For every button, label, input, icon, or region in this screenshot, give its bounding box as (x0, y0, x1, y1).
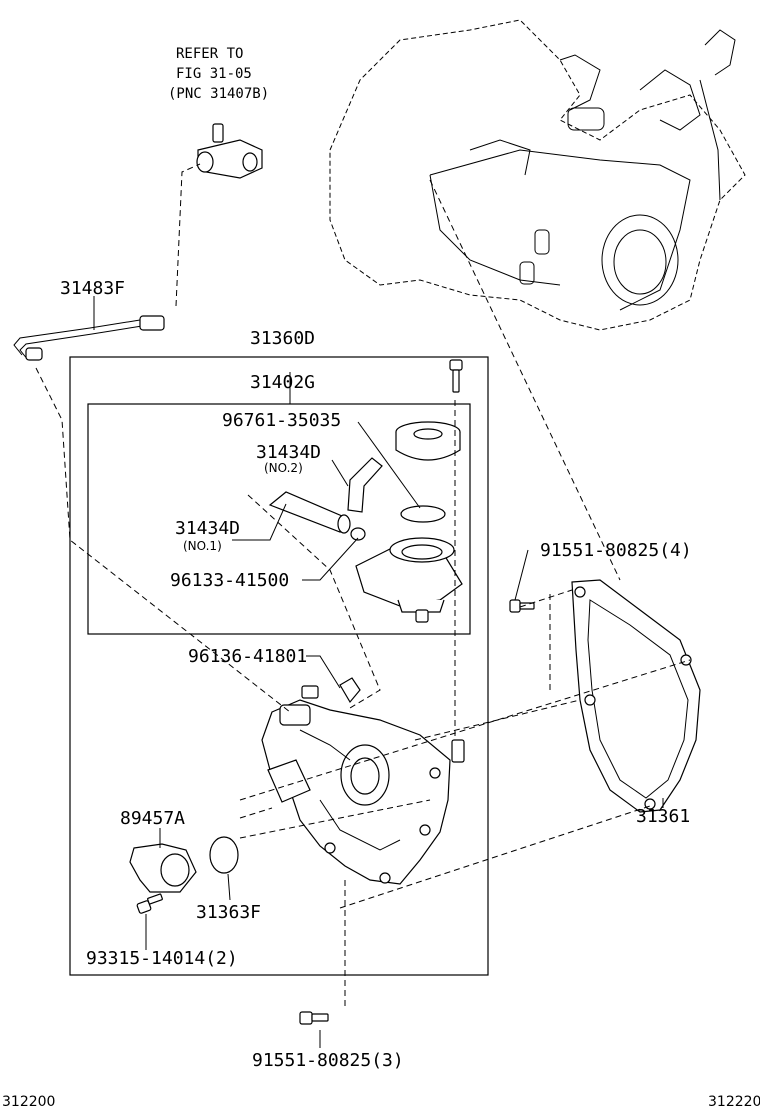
o-ring-96761-drawing (400, 505, 446, 523)
figure-id-left: 312200 (2, 1094, 55, 1110)
refer-note: REFER TO FIG 31-05 (PNC 31407B) (168, 46, 269, 102)
label-31434D-no2: 31434D (256, 442, 321, 463)
clutch-hose-drawing (13, 315, 165, 361)
label-96133-41500: 96133-41500 (170, 570, 289, 591)
transaxle-housing-drawing (329, 19, 746, 331)
label-89457A: 89457A (120, 808, 185, 829)
assembly-guide-lines (35, 163, 691, 1010)
label-no1: (NO.1) (183, 539, 222, 553)
hose-no1-drawing (268, 491, 343, 533)
bolt-91551-3-drawing (299, 1011, 329, 1025)
label-96761-35035: 96761-35035 (222, 410, 341, 431)
label-91551-80825-4: 91551-80825(4) (540, 540, 692, 561)
clutch-housing-drawing (261, 699, 465, 885)
bolt-91551-4-drawing (509, 599, 535, 613)
frame-bolt-drawing (449, 359, 463, 393)
assembly-31360D-frame (69, 356, 489, 976)
bleeder-plug-drawing (301, 677, 361, 704)
cover-31361-drawing (571, 579, 701, 813)
label-no2: (NO.2) (264, 461, 303, 475)
o-ring-31363F-drawing (209, 836, 239, 874)
bolt-93315-drawing (136, 893, 163, 914)
label-31402G: 31402G (250, 372, 315, 393)
label-31361: 31361 (636, 806, 690, 827)
label-93315-14014: 93315-14014(2) (86, 948, 238, 969)
leader-lines (93, 296, 664, 1048)
clip-96133-drawing (350, 527, 366, 541)
hose-no2-drawing (347, 457, 383, 513)
subassembly-31402G-frame (87, 403, 471, 635)
release-bearing-drawing (395, 421, 461, 461)
sensor-89457A-drawing (129, 843, 197, 893)
label-31483F: 31483F (60, 278, 125, 299)
refer-note-line-2: FIG 31-05 (176, 66, 252, 82)
refer-note-line-3: (PNC 31407B) (168, 86, 269, 102)
slave-cylinder-drawing (355, 537, 463, 623)
label-91551-80825-3: 91551-80825(3) (252, 1050, 404, 1071)
label-31363F: 31363F (196, 902, 261, 923)
label-31434D-no1: 31434D (175, 518, 240, 539)
figure-id-right: 312220 (708, 1094, 760, 1110)
label-31360D: 31360D (250, 328, 315, 349)
refer-note-line-1: REFER TO (176, 46, 243, 62)
label-96136-41801: 96136-41801 (188, 646, 307, 667)
refer-fitting-drawing (196, 123, 263, 179)
